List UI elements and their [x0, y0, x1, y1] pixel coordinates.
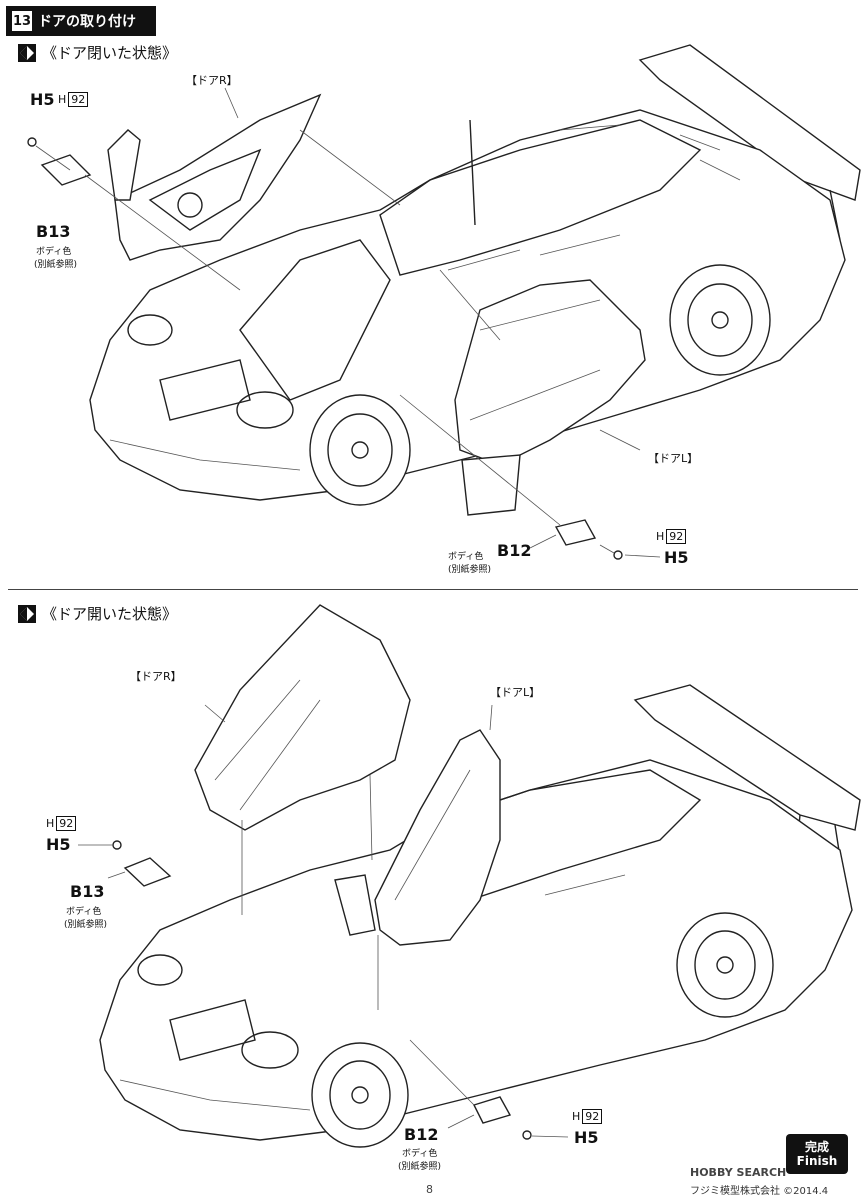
label-h5-open: H5 — [46, 835, 71, 854]
parts-bottom — [78, 704, 569, 1140]
label-h5-open-bottom: H5 — [574, 1128, 599, 1147]
section-diamond-icon — [18, 43, 36, 62]
step-title: ドアの取り付け — [38, 14, 136, 30]
parts-top — [27, 87, 661, 560]
label-door-r: 【ドアR】 — [186, 74, 238, 87]
car-body-top — [89, 44, 861, 506]
label-b13: B13 — [36, 222, 71, 241]
watermark: HOBBY SEARCH — [690, 1166, 787, 1179]
label-b13-color-open: ボディ色 — [66, 907, 102, 917]
label-b12-color: ボディ色 — [448, 552, 484, 562]
label-h5: H5 — [30, 90, 55, 109]
label-door-l: 【ドアL】 — [648, 452, 699, 465]
label-b12-color-open: ボディ色 — [402, 1149, 438, 1159]
label-door-l-open: 【ドアL】 — [490, 686, 541, 699]
section-title-open: 《ドア開いた状態》 — [18, 603, 177, 624]
label-b12-open: B12 — [404, 1125, 439, 1144]
finish-badge: 完成 Finish — [786, 1134, 848, 1174]
label-b13-open: B13 — [70, 882, 105, 901]
section-title-closed: 《ドア閉いた状態》 — [18, 42, 177, 63]
section-divider — [8, 589, 858, 590]
label-h5-bottom: H5 — [664, 548, 689, 567]
door-r-top — [107, 93, 322, 261]
label-b13-ref: (別紙参照) — [34, 260, 78, 270]
label-b12-ref: (別紙参照) — [448, 565, 492, 575]
label-b12: B12 — [497, 541, 532, 560]
car-body-bottom — [99, 684, 861, 1148]
label-b12-ref-open: (別紙参照) — [398, 1162, 442, 1172]
page-number: 8 — [426, 1183, 433, 1196]
label-b13-color: ボディ色 — [36, 247, 72, 257]
step-header: 13 ドアの取り付け — [6, 6, 156, 36]
door-r-bottom — [194, 604, 411, 831]
door-l-bottom — [334, 729, 501, 946]
label-door-r-open: 【ドアR】 — [130, 670, 182, 683]
brand-copyright: フジミ模型株式会社 ©2014.4 — [690, 1186, 829, 1197]
door-l-top — [454, 279, 646, 516]
label-b13-ref-open: (別紙参照) — [64, 920, 108, 930]
step-number: 13 — [12, 11, 32, 31]
section-diamond-icon — [18, 604, 36, 623]
